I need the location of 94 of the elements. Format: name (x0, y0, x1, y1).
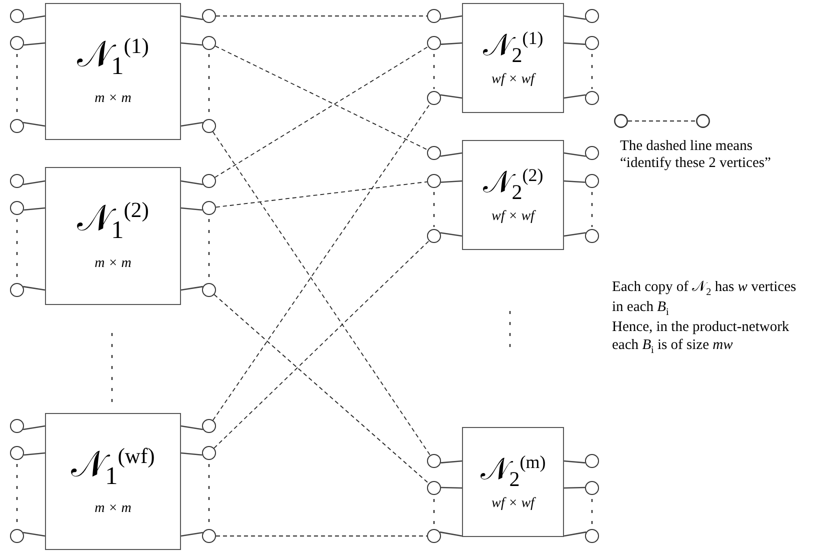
connector-line (564, 42, 586, 45)
vertex-circle (427, 174, 441, 188)
connector-line (180, 122, 204, 127)
connector-line (24, 42, 46, 46)
vertex-circle (10, 119, 24, 133)
vertex-circle (427, 36, 441, 50)
connector-line (22, 425, 46, 430)
connector-line (24, 452, 46, 456)
network-box (45, 413, 181, 550)
vertex-circle (10, 36, 24, 50)
vertex-circle (202, 201, 216, 215)
connector-line (564, 486, 586, 489)
connector-line (180, 425, 204, 430)
vertex-circle (202, 529, 216, 543)
vertex-circle (10, 283, 24, 297)
network-box (45, 3, 181, 140)
size-label: wf × wf (492, 496, 534, 512)
vertex-circle (427, 481, 441, 495)
connector-line (440, 531, 462, 537)
size-label: m × m (94, 91, 132, 108)
connector-line (22, 532, 46, 537)
vertex-circle (202, 36, 216, 50)
vertex-circle (10, 9, 24, 23)
connector-line (180, 286, 203, 291)
vertex-circle (10, 174, 24, 188)
connector-line (24, 207, 46, 211)
connector-line (440, 152, 462, 157)
vertex-circle (202, 119, 216, 133)
connector-line (440, 232, 462, 237)
vertex-circle (585, 454, 599, 468)
vertex-circle (585, 9, 599, 23)
connector-line (564, 232, 586, 237)
connector-line (564, 180, 586, 183)
connector-line (440, 486, 462, 489)
network-box (45, 167, 181, 305)
vertex-circle (585, 174, 599, 188)
network-box (462, 3, 564, 113)
vertex-circle (427, 91, 441, 105)
note-text: Each copy of 𝒩$_{2}$ has w vertices in each B$_{i}$ (612, 279, 798, 320)
vertex-circle (10, 446, 24, 460)
connector-line (180, 15, 204, 20)
connector-line (564, 460, 586, 464)
dashed-connector (214, 46, 428, 178)
vertex-circle (202, 283, 216, 297)
vertex-circle (585, 36, 599, 50)
vertex-circle (585, 146, 599, 160)
connector-line (564, 94, 586, 99)
connector-line (180, 207, 202, 211)
vertex-circle (10, 419, 24, 433)
size-label: wf × wf (492, 72, 534, 88)
network-box (462, 427, 564, 537)
size-label: m × m (94, 501, 132, 518)
size-label: wf × wf (492, 208, 534, 224)
connector-line (564, 531, 586, 537)
vertex-circle (202, 174, 216, 188)
size-label: m × m (94, 256, 132, 272)
vertex-circle (585, 91, 599, 105)
vertex-circle (202, 9, 216, 23)
vertex-circle (202, 419, 216, 433)
vertex-circle (585, 229, 599, 243)
connector-line (22, 122, 46, 127)
connector-line (180, 180, 204, 186)
connector-line (23, 286, 46, 291)
connector-line (440, 42, 462, 45)
connector-line (22, 180, 46, 186)
vertex-circle (10, 529, 24, 543)
note-text: Hence, in the product-network each B$_{i}$ is of size mw (612, 319, 790, 357)
vertex-circle (427, 454, 441, 468)
dashed-connector (212, 131, 431, 456)
dashed-connector (214, 294, 430, 484)
dashed-connector (212, 103, 430, 421)
network-box (462, 140, 564, 250)
connector-line (22, 15, 46, 20)
vertex-circle (10, 201, 24, 215)
connector-line (180, 452, 202, 456)
connector-line (564, 152, 586, 157)
connector-line (180, 42, 202, 46)
vertex-circle (427, 229, 441, 243)
connector-line (440, 15, 462, 20)
connector-line (564, 15, 586, 20)
vertex-circle (427, 9, 441, 23)
dashed-connector (214, 240, 430, 449)
vertex-circle (427, 529, 441, 543)
vertex-circle (427, 146, 441, 160)
dashed-connector (216, 181, 428, 208)
connector-line (440, 94, 462, 99)
dashed-connector (214, 46, 428, 150)
vertex-circle (585, 481, 599, 495)
connector-line (180, 532, 204, 537)
connector-line (440, 460, 462, 464)
vertex-circle (585, 529, 599, 543)
legend-text: The dashed line means “identify these 2 vertices” (620, 138, 772, 173)
connector-line (440, 180, 462, 183)
vertex-circle (202, 446, 216, 460)
